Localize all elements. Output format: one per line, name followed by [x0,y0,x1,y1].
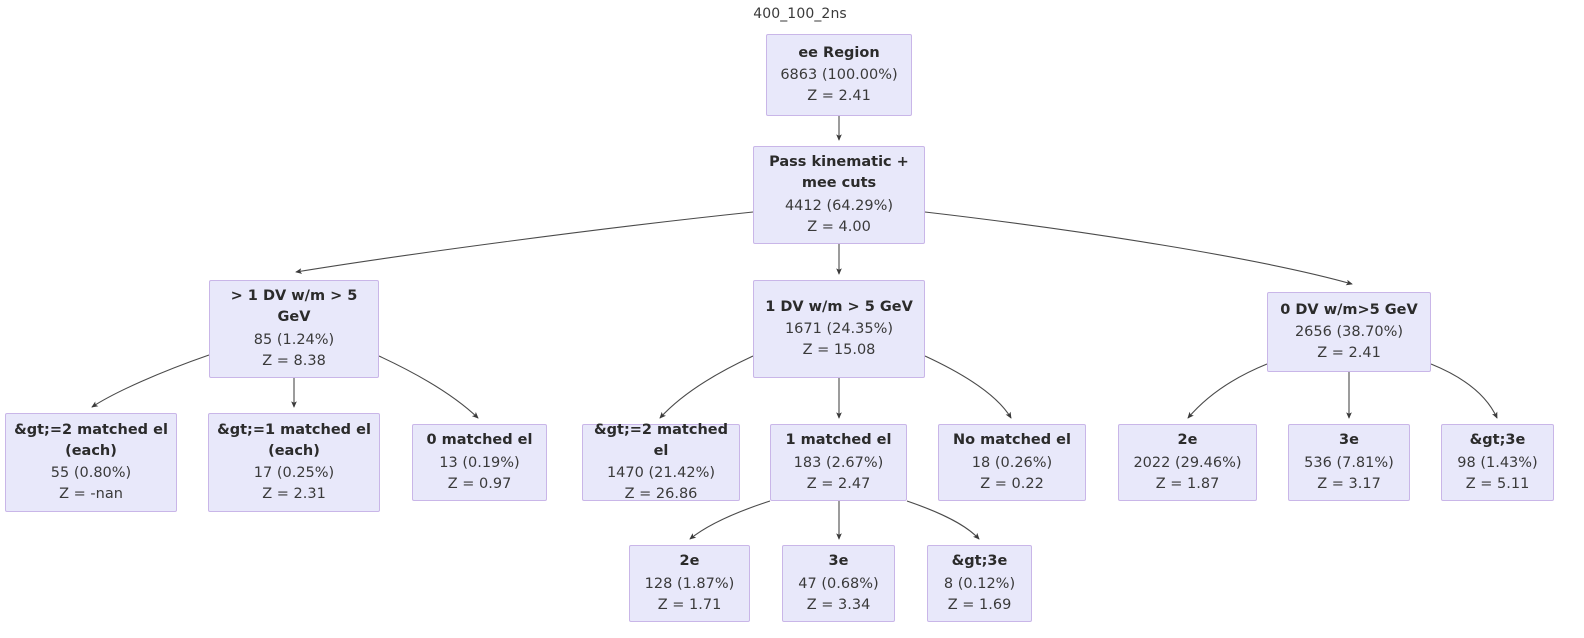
node-significance: Z = 5.11 [1465,475,1530,492]
node-label: Pass kinematic + mee cuts [769,154,909,192]
node-ge1_matched_each[interactable]: &gt;=1 matched el (each) 17 (0.25%) Z = 2.… [208,413,380,512]
node-count: 85 (1.24%) [253,331,335,348]
graph-title: 400_100_2ns [753,6,847,22]
node-significance: Z = 15.08 [802,342,876,358]
node-count: 98 (1.43%) [1457,454,1538,471]
node-zero_dv_gt3e[interactable]: &gt;3e 98 (1.43%) Z = 5.11 [1441,424,1554,501]
node-one_el_3e[interactable]: 3e 47 (0.68%) Z = 3.34 [782,545,895,622]
node-count: 2022 (29.46%) [1133,454,1242,471]
node-one_dv[interactable]: 1 DV w/m > 5 GeV 1671 (24.35%) Z = 15.08 [753,280,925,378]
node-gt1_dv[interactable]: > 1 DV w/m > 5 GeV 85 (1.24%) Z = 8.38 [209,280,379,378]
node-significance: Z = 8.38 [262,352,326,369]
node-label: 2e [1177,432,1198,449]
node-significance: Z = 3.34 [806,596,871,613]
node-count: 55 (0.80%) [50,465,132,481]
node-label: 1 DV w/m > 5 GeV [765,298,913,315]
node-one_el_gt3e[interactable]: &gt;3e 8 (0.12%) Z = 1.69 [927,545,1032,622]
node-label: &gt;=2 matched el (each) [14,421,168,459]
edge-one_dv-to-ge2_matched_el [659,355,754,419]
node-one_el_2e[interactable]: 2e 128 (1.87%) Z = 1.71 [629,545,750,622]
edge-one_dv-to-no_matched_el [924,355,1012,419]
node-label: &gt;=1 matched el (each) [217,421,371,459]
node-significance: Z = 1.87 [1155,475,1220,492]
node-label: &gt;=2 matched el [594,421,728,459]
node-count: 2656 (38.70%) [1294,323,1404,340]
node-one_matched_el[interactable]: 1 matched el 183 (2.67%) Z = 2.47 [770,424,907,501]
node-significance: Z = 2.31 [262,486,326,503]
node-significance: Z = 1.69 [947,596,1012,613]
node-count: 17 (0.25%) [253,465,335,481]
node-zero_matched_el[interactable]: 0 matched el 13 (0.19%) Z = 0.97 [412,424,547,501]
node-zero_dv_2e[interactable]: 2e 2022 (29.46%) Z = 1.87 [1118,424,1257,501]
node-label: 2e [679,553,700,570]
node-zero_dv[interactable]: 0 DV w/m>5 GeV 2656 (38.70%) Z = 2.41 [1267,292,1431,372]
node-zero_dv_3e[interactable]: 3e 536 (7.81%) Z = 3.17 [1288,424,1410,501]
node-no_matched_el[interactable]: No matched el 18 (0.26%) Z = 0.22 [938,424,1086,501]
edge-gt1_dv-to-ge2_matched_each [91,354,210,408]
edge-zero_dv-to-zero_dv_2e [1187,363,1268,419]
node-pass_kin[interactable]: Pass kinematic + mee cuts 4412 (64.29%) Z … [753,146,925,244]
node-label: > 1 DV w/m > 5 GeV [230,288,358,326]
node-count: 6863 (100.00%) [780,66,898,83]
node-label: 0 matched el [426,432,533,449]
node-significance: Z = 0.97 [447,475,512,492]
edge-pass_kin-to-gt1_dv [295,211,754,274]
node-significance: Z = 2.41 [1317,345,1381,361]
node-label: 3e [1339,432,1359,449]
node-count: 536 (7.81%) [1304,454,1394,471]
node-count: 8 (0.12%) [943,575,1016,592]
node-count: 183 (2.67%) [793,454,884,471]
node-label: 0 DV w/m>5 GeV [1280,301,1418,318]
node-label: No matched el [953,432,1071,449]
node-label: 1 matched el [785,432,892,449]
node-label: &gt;3e [1469,432,1526,449]
edge-pass_kin-to-zero_dv [924,211,1353,286]
node-count: 47 (0.68%) [798,575,879,592]
edge-one_matched_el-to-one_el_2e [689,500,771,540]
node-significance: Z = 26.86 [624,486,698,503]
node-count: 128 (1.87%) [644,575,735,592]
node-significance: Z = 1.71 [657,596,722,613]
node-significance: Z = 3.17 [1317,475,1381,492]
edge-gt1_dv-to-zero_matched_el [378,355,479,419]
node-count: 4412 (64.29%) [784,197,894,214]
node-count: 13 (0.19%) [439,454,520,471]
node-significance: Z = -nan [59,486,123,503]
node-significance: Z = 0.22 [980,475,1044,492]
node-count: 1470 (21.42%) [606,465,716,481]
node-ee_region[interactable]: ee Region 6863 (100.00%) Z = 2.41 [766,34,912,116]
node-significance: Z = 2.47 [806,475,871,492]
node-significance: Z = 4.00 [807,218,871,235]
node-significance: Z = 2.41 [807,88,871,104]
edge-zero_dv-to-zero_dv_gt3e [1430,363,1498,419]
node-ge2_matched_each[interactable]: &gt;=2 matched el (each) 55 (0.80%) Z = -n… [5,413,177,512]
node-count: 1671 (24.35%) [784,320,894,337]
node-ge2_matched_el[interactable]: &gt;=2 matched el 1470 (21.42%) Z = 26.86 [582,422,740,502]
node-count: 18 (0.26%) [971,454,1053,471]
node-label: &gt;3e [951,553,1008,570]
node-label: ee Region [798,44,880,61]
node-label: 3e [828,553,849,570]
edge-one_matched_el-to-one_el_gt3e [906,500,980,540]
